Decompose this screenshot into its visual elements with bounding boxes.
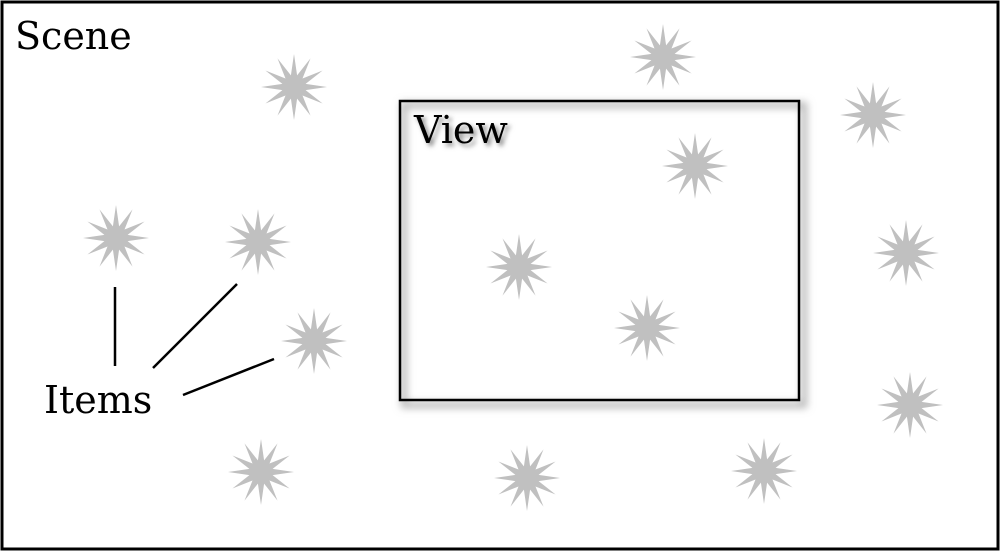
item-star [731, 438, 797, 504]
items-label: Items [44, 378, 152, 422]
item-star [662, 133, 728, 199]
item-star [83, 205, 149, 271]
view-label-shadow: View [416, 111, 511, 155]
items-layer [83, 24, 943, 511]
item-star [486, 234, 552, 300]
view-shadow [401, 102, 807, 408]
view-label: View [413, 108, 508, 152]
item-star [281, 308, 347, 374]
callout-line [152, 283, 238, 369]
item-star [228, 439, 294, 505]
item-star [261, 54, 327, 120]
item-star [225, 209, 291, 275]
item-star [494, 445, 560, 511]
view-boundary [398, 99, 801, 402]
item-star [840, 82, 906, 148]
callout-line [182, 357, 275, 397]
item-star [873, 220, 939, 286]
item-star [877, 372, 943, 438]
item-star [630, 24, 696, 90]
item-star [614, 295, 680, 361]
scene-label: Scene [15, 14, 132, 58]
